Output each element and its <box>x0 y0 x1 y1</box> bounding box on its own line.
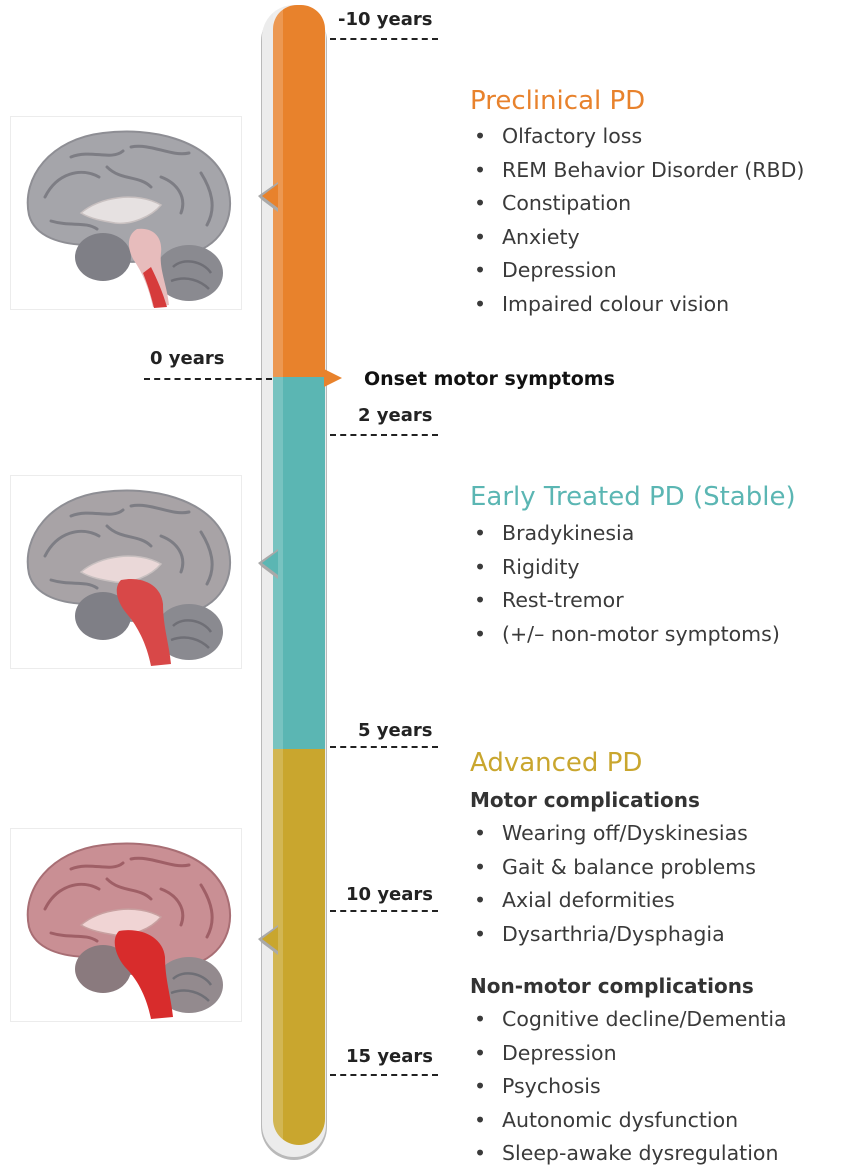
list-item: Sleep-awake dysregulation <box>470 1137 787 1171</box>
onset-label: Onset motor symptoms <box>364 368 615 390</box>
list-item: Depression <box>470 1037 787 1071</box>
timeline-segment-advanced <box>273 749 325 1145</box>
brace-tip-preclinical <box>252 182 278 212</box>
stage-title-early: Early Treated PD (Stable) <box>470 482 796 512</box>
tick-label-zero: 0 years <box>150 348 224 369</box>
brain-sagittal-icon <box>11 117 241 309</box>
brain-advanced <box>10 828 242 1022</box>
stage-title-advanced: Advanced PD <box>470 748 642 778</box>
list-item: Impaired colour vision <box>470 288 804 322</box>
list-item: Anxiety <box>470 221 804 255</box>
tick-label-fifteen: 15 years <box>346 1046 433 1067</box>
tick-dash-zero <box>144 378 272 380</box>
tick-dash-fifteen <box>330 1074 438 1076</box>
list-item: Gait & balance problems <box>470 851 756 885</box>
brain-sagittal-icon <box>11 829 241 1021</box>
list-item: Dysarthria/Dysphagia <box>470 918 756 952</box>
brain-preclinical <box>10 116 242 310</box>
timeline-bar <box>273 5 325 1145</box>
list-item: Cognitive decline/Dementia <box>470 1003 787 1037</box>
tick-label-ten: 10 years <box>346 884 433 905</box>
subheading-nonmotor: Non-motor complications <box>470 974 754 998</box>
tick-label-minus-10: -10 years <box>338 9 432 30</box>
brain-sagittal-icon <box>11 476 241 668</box>
list-item: Bradykinesia <box>470 517 780 551</box>
brain-early <box>10 475 242 669</box>
subheading-motor: Motor complications <box>470 788 700 812</box>
list-item: Autonomic dysfunction <box>470 1104 787 1138</box>
tick-dash-minus-10 <box>330 38 438 40</box>
list-preclinical: Olfactory loss REM Behavior Disorder (RB… <box>470 120 804 321</box>
list-item: Rest-tremor <box>470 584 780 618</box>
brace-tip-advanced <box>252 925 278 955</box>
tick-label-two: 2 years <box>358 405 432 426</box>
tick-dash-ten <box>330 910 438 912</box>
list-item: Axial deformities <box>470 884 756 918</box>
list-early: Bradykinesia Rigidity Rest-tremor (+/– n… <box>470 517 780 651</box>
list-item: Olfactory loss <box>470 120 804 154</box>
list-item: Wearing off/Dyskinesias <box>470 817 756 851</box>
list-nonmotor: Cognitive decline/Dementia Depression Ps… <box>470 1003 787 1171</box>
tick-dash-five <box>330 746 438 748</box>
list-item: REM Behavior Disorder (RBD) <box>470 154 804 188</box>
list-item: (+/– non-motor symptoms) <box>470 618 780 652</box>
list-item: Constipation <box>470 187 804 221</box>
brace-tip-early <box>252 549 278 579</box>
list-item: Rigidity <box>470 551 780 585</box>
stage-title-preclinical: Preclinical PD <box>470 86 645 116</box>
tick-label-five: 5 years <box>358 720 432 741</box>
timeline-segment-preclinical <box>273 5 325 377</box>
tick-dash-two <box>330 434 438 436</box>
list-item: Depression <box>470 254 804 288</box>
timeline-segment-early <box>273 377 325 749</box>
onset-arrow-icon <box>324 369 342 387</box>
list-item: Psychosis <box>470 1070 787 1104</box>
list-motor: Wearing off/Dyskinesias Gait & balance p… <box>470 817 756 951</box>
